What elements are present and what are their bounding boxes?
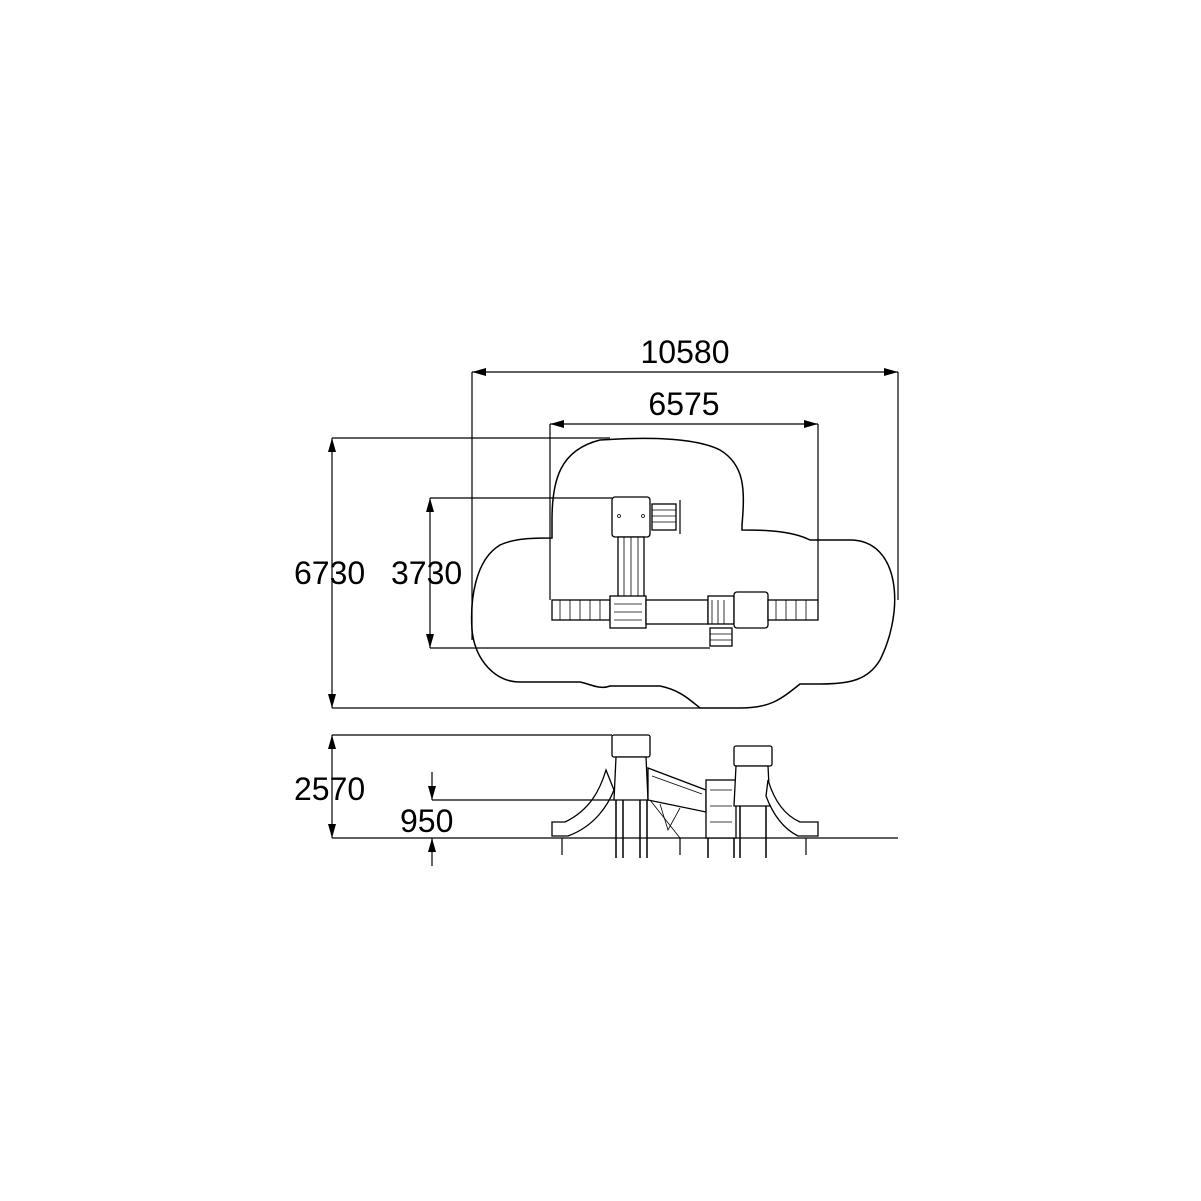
ladder-bottom <box>709 627 733 647</box>
elevation-view: 2570 950 <box>294 734 898 866</box>
dim-total-height: 2570 <box>294 771 365 807</box>
safety-area-outline <box>470 437 896 709</box>
dim-inner-depth: 3730 <box>391 555 462 591</box>
bridge <box>645 599 709 625</box>
dim-platform-height: 950 <box>400 803 453 839</box>
left-tower-roof <box>611 734 651 758</box>
slide-left <box>551 599 611 621</box>
plan-view: 10580 6575 6730 3730 <box>294 334 899 709</box>
ladder-top <box>651 503 677 531</box>
dim-overall-depth: 6730 <box>294 555 365 591</box>
elevation-slide <box>647 767 707 813</box>
dim-inner-width: 6575 <box>648 386 719 422</box>
tower-right-top <box>733 591 769 629</box>
right-tower-roof <box>733 745 773 767</box>
dim-overall-width: 10580 <box>641 334 730 370</box>
slide-right <box>767 599 819 621</box>
